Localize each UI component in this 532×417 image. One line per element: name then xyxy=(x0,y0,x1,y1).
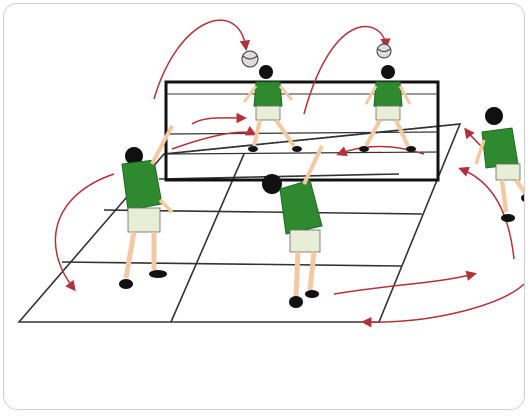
illustration-frame xyxy=(3,3,525,410)
volleyball-illustration xyxy=(4,4,525,410)
player-icon xyxy=(476,107,525,222)
player-icon xyxy=(244,65,302,152)
ball-icon xyxy=(242,44,391,67)
